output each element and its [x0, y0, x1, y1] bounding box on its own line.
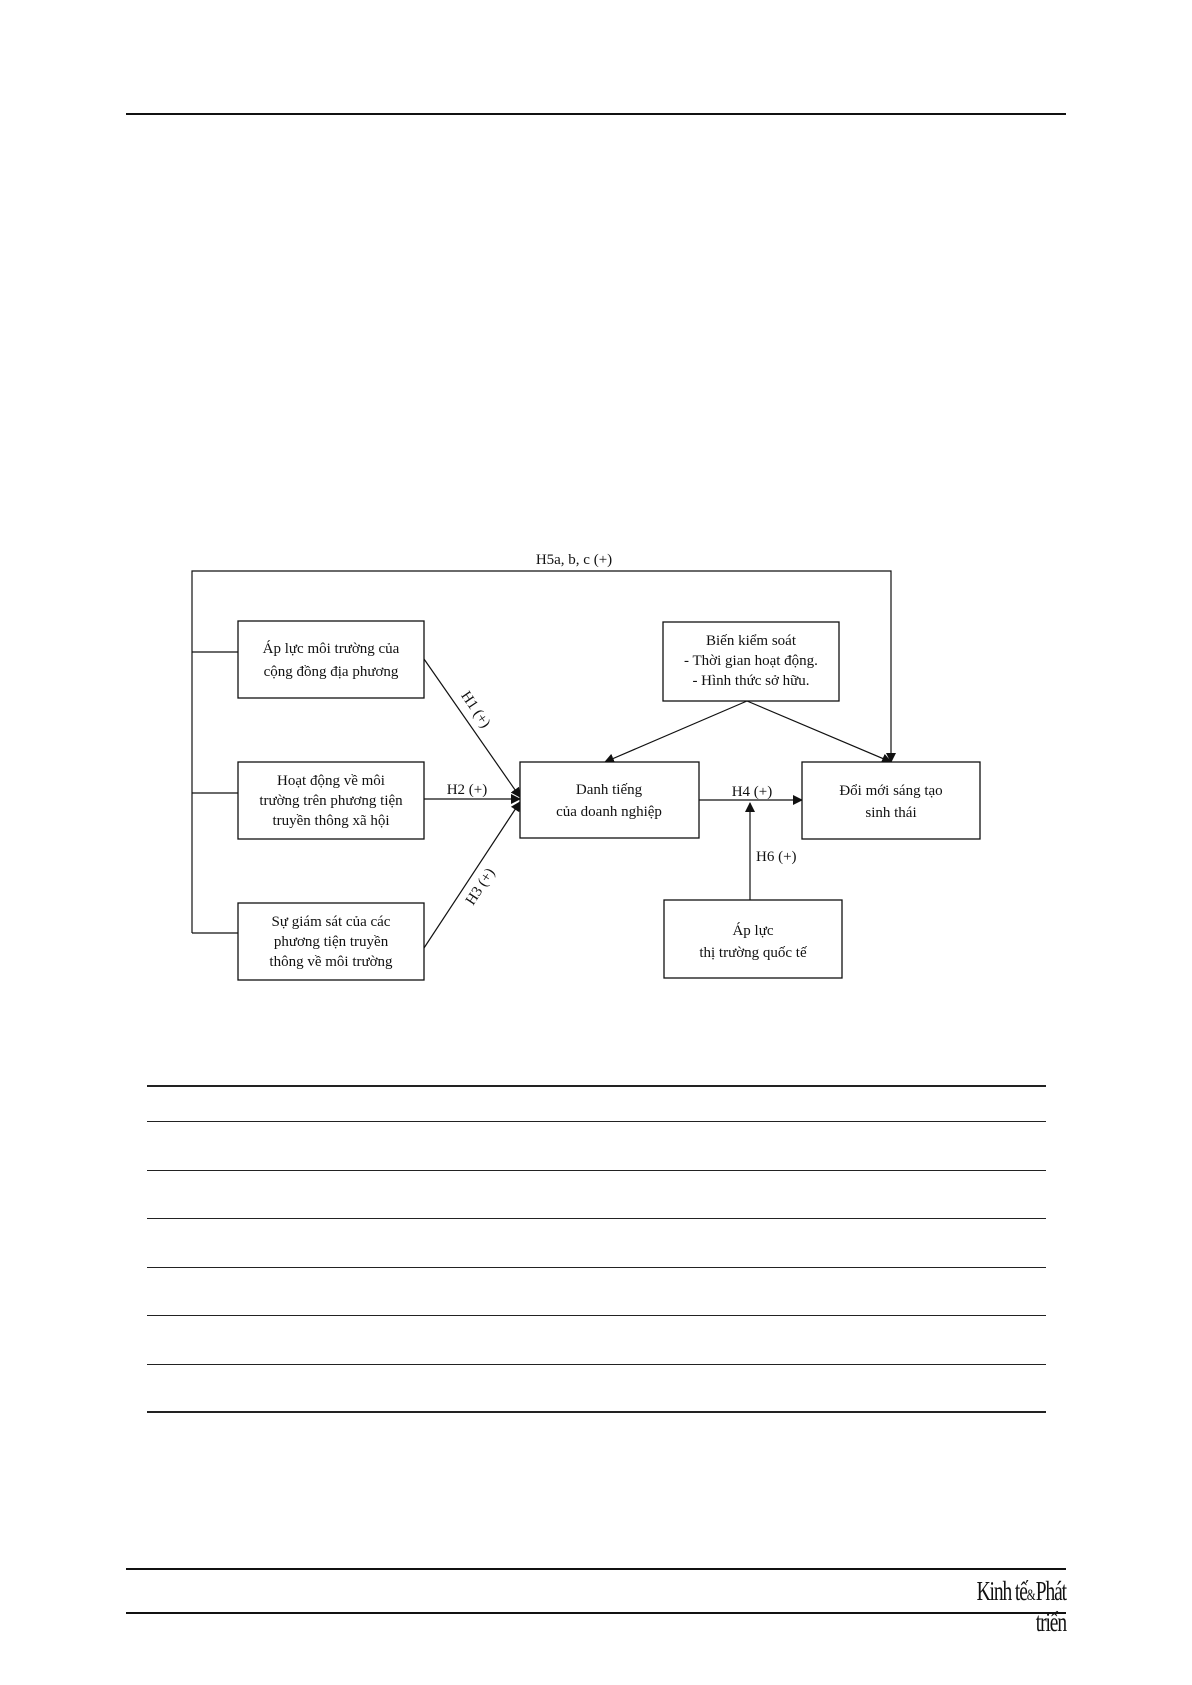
svg-text:Hoạt động về môi: Hoạt động về môi: [277, 773, 385, 789]
svg-text:Áp lực: Áp lực: [732, 922, 773, 939]
svg-text:- Hình thức sở hữu.: - Hình thức sở hữu.: [692, 673, 809, 689]
node-local-pressure: Áp lực môi trường của cộng đồng địa phươ…: [237, 620, 425, 699]
edge-h1-label: H1 (+): [457, 688, 493, 731]
svg-text:- Thời gian hoạt động.: - Thời gian hoạt động.: [684, 653, 818, 669]
edge-control-to-eco: [746, 700, 892, 764]
svg-text:trường trên phương tiện: trường trên phương tiện: [259, 793, 403, 809]
svg-text:Sự giám sát của các: Sự giám sát của các: [272, 914, 391, 930]
edge-h4-label: H4 (+): [732, 784, 773, 800]
table-rule: [147, 1218, 1046, 1219]
svg-text:sinh thái: sinh thái: [865, 805, 916, 821]
svg-text:phương tiện truyền: phương tiện truyền: [274, 934, 389, 950]
table-rule: [147, 1170, 1046, 1171]
edge-control-to-reputation: [604, 700, 748, 764]
table-rule: [147, 1267, 1046, 1268]
table-rule: [147, 1364, 1046, 1365]
svg-text:Áp lực môi trường của: Áp lực môi trường của: [263, 640, 400, 657]
edge-h1: [423, 658, 521, 798]
svg-text:cộng đồng địa phương: cộng đồng địa phương: [264, 664, 399, 680]
header-rule: [126, 113, 1066, 115]
node-media-monitoring: Sự giám sát của các phương tiện truyền t…: [237, 902, 425, 981]
table-rule: [147, 1121, 1046, 1122]
edge-h5: H5a, b, c (+): [191, 552, 896, 934]
svg-text:thị trường quốc tế: thị trường quốc tế: [699, 945, 807, 961]
svg-text:thông về môi trường: thông về môi trường: [269, 954, 393, 970]
node-control-variables: Biến kiểm soát - Thời gian hoạt động. - …: [662, 621, 840, 702]
svg-text:Danh tiếng: Danh tiếng: [576, 782, 643, 798]
footer-rule-top: [126, 1568, 1066, 1570]
journal-logo: Kinh tế&Phát triển: [976, 1576, 1068, 1637]
node-social-media: Hoạt động về môi trường trên phương tiện…: [237, 761, 425, 840]
table-rule: [147, 1411, 1046, 1413]
footer-rule-bottom: [126, 1612, 1066, 1614]
edge-h3: [423, 801, 521, 949]
edge-h3-label: H3 (+): [463, 865, 499, 908]
node-reputation: Danh tiếng của doanh nghiệp: [519, 761, 700, 839]
svg-text:Đổi mới sáng tạo: Đổi mới sáng tạo: [839, 783, 942, 799]
svg-text:truyền thông xã hội: truyền thông xã hội: [272, 813, 389, 829]
svg-text:của doanh nghiệp: của doanh nghiệp: [556, 804, 662, 820]
svg-text:Biến kiểm soát: Biến kiểm soát: [706, 633, 797, 649]
table-rule: [147, 1315, 1046, 1316]
edge-h6-label: H6 (+): [756, 849, 797, 865]
node-eco-innovation: Đổi mới sáng tạo sinh thái: [801, 761, 981, 840]
table-rule: [147, 1085, 1046, 1087]
node-intl-pressure: Áp lực thị trường quốc tế: [663, 899, 843, 979]
edge-h2-label: H2 (+): [447, 782, 488, 798]
edge-h5-label: H5a, b, c (+): [536, 552, 612, 568]
